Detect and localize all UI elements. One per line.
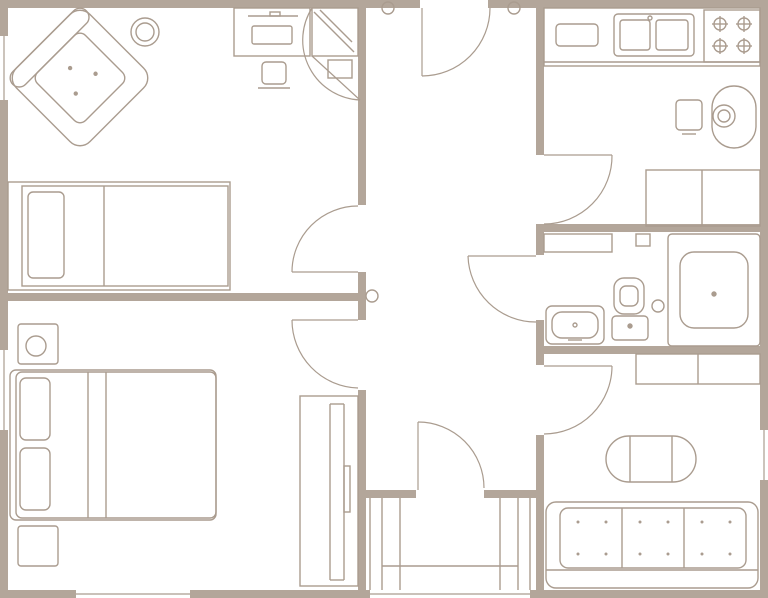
- bath-shelf: [543, 233, 651, 253]
- door-entrance-swing: [421, 7, 491, 77]
- wall-top-left: [0, 0, 420, 8]
- door-bedroom-top-swing: [291, 205, 359, 273]
- wall-right-divider-bottom: [536, 435, 544, 598]
- wall-left-upper: [0, 0, 8, 36]
- hall-light-right: [507, 1, 521, 15]
- wall-right-upper: [760, 0, 768, 430]
- bathtub: [667, 233, 761, 347]
- wall-right-divider-lower: [536, 320, 544, 365]
- door-kitchen-swing: [543, 154, 613, 225]
- door-bath-swing: [467, 255, 537, 323]
- nightstand: [17, 323, 59, 365]
- monitor: [251, 25, 293, 45]
- toilet: [611, 277, 665, 341]
- stove: [703, 9, 761, 63]
- hall-light-top: [381, 1, 395, 15]
- pillow-bottom: [19, 447, 51, 511]
- door-bedroom-bottom-swing: [291, 319, 359, 389]
- armchair: [9, 7, 149, 147]
- doors: [3, 7, 765, 595]
- coffee-table: [605, 435, 697, 483]
- chair: [675, 99, 703, 135]
- living-cabinets: [635, 353, 761, 385]
- washbasin: [545, 305, 605, 345]
- door-balcony-swing: [417, 421, 485, 489]
- hall-light-mid: [365, 289, 379, 303]
- wall-right-divider-mid: [536, 225, 544, 255]
- sink: [613, 13, 695, 57]
- cabinets: [645, 169, 761, 227]
- wall-right-lower: [760, 480, 768, 598]
- wardrobe: [311, 7, 359, 79]
- wall-bath-living: [536, 346, 768, 354]
- double-bed: [9, 369, 217, 521]
- wall-balcony-right: [484, 490, 540, 498]
- wall-left-divider-top: [358, 0, 366, 205]
- wall-left-divider-bottom: [358, 390, 366, 598]
- single-bed: [7, 181, 231, 291]
- wall-balcony-left: [364, 490, 416, 498]
- wall-bottom-mid: [190, 590, 370, 598]
- dining-table: [711, 85, 757, 149]
- wall-top-mid: [488, 0, 768, 8]
- wall-bedroom-split: [0, 293, 364, 301]
- balcony-railing: [369, 498, 531, 590]
- wall-bottom-right: [530, 590, 768, 598]
- sofa: [545, 501, 759, 589]
- wall-right-divider-top: [536, 0, 544, 155]
- wardrobe-bottom: [299, 395, 359, 587]
- wall-bottom-left: [0, 590, 76, 598]
- door-study-swing: [302, 7, 361, 101]
- wall-kitchen-bath: [536, 224, 768, 232]
- pillow-top: [19, 377, 51, 441]
- round-side-table: [130, 17, 160, 47]
- counter-box: [555, 23, 599, 47]
- wall-left-lower: [0, 430, 8, 598]
- wall-left-mid: [0, 100, 8, 350]
- desk-chair: [258, 61, 290, 89]
- furniture: [7, 1, 761, 590]
- lamp: [25, 335, 47, 357]
- door-living-swing: [543, 365, 613, 435]
- ottoman: [17, 525, 59, 567]
- desk: [233, 7, 311, 57]
